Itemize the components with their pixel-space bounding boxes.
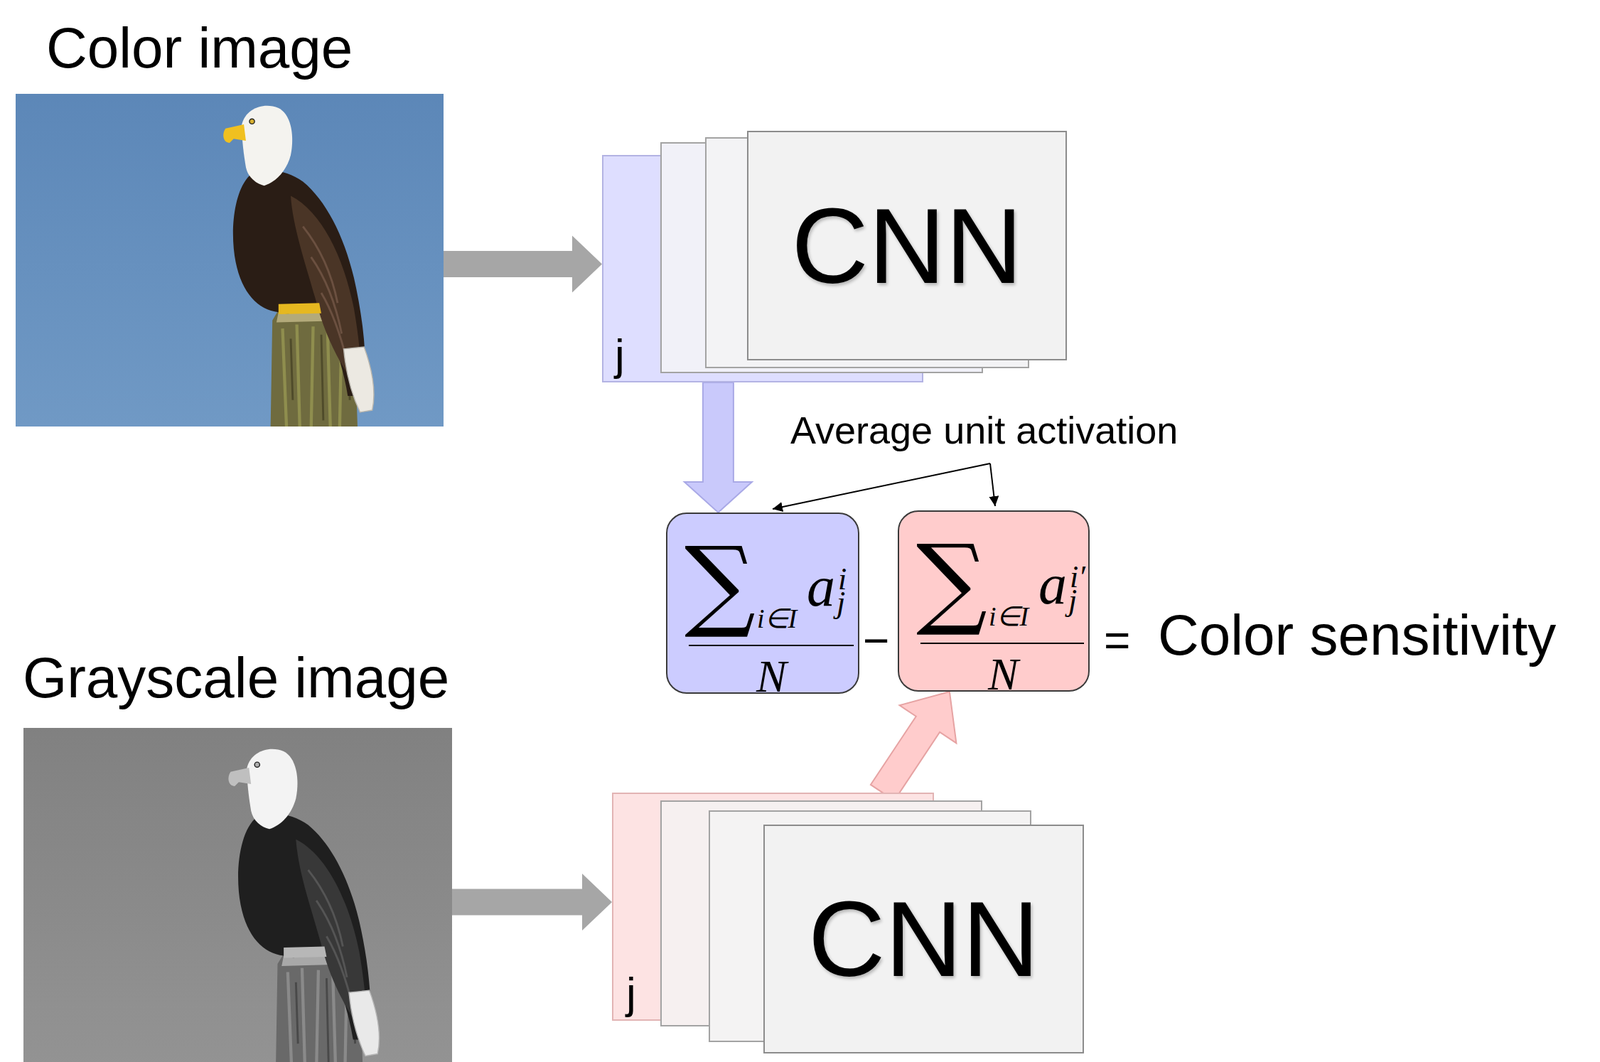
image-heading-wrap: Grayscale image: [22, 645, 450, 711]
image-index-wrap: i: [838, 563, 847, 595]
layer-index: j: [614, 329, 625, 379]
cnn-box: CNN: [763, 824, 1084, 1054]
grayscale-photo: [0, 716, 470, 1062]
count-symbol-wrap: N: [988, 651, 1019, 698]
leader-line: [990, 463, 996, 507]
image-index-wrap: i′: [1069, 561, 1086, 593]
flow-arrow: [870, 691, 957, 801]
cnn-label-wrap: CNN: [764, 825, 1083, 1052]
activation-symbol: a: [806, 555, 836, 618]
cnn-label-wrap: CNN: [748, 132, 1066, 359]
fraction-bar: [920, 642, 1084, 644]
color-image-node: Color image: [15, 93, 444, 427]
gray-mean-box: ∑i∈Iaji′N: [897, 510, 1090, 692]
layer-index: j: [626, 968, 637, 1018]
count-symbol: N: [756, 651, 787, 702]
sum-index: i∈I: [988, 601, 1029, 632]
activation-symbol: a: [1038, 552, 1067, 616]
cnn-box: CNN: [747, 130, 1067, 361]
cnn-label: CNN: [791, 192, 1023, 300]
image-heading: Grayscale image: [22, 646, 450, 710]
flow-arrow: [684, 382, 753, 513]
flow-arrow: [443, 235, 603, 293]
equals-sign: =: [1103, 614, 1131, 667]
flow-arrow: [452, 873, 612, 931]
annotation-label-wrap: Average unit activation: [790, 407, 1178, 453]
minus-sign-wrap: −: [862, 614, 890, 668]
result-label-wrap: Color sensitivity: [1157, 602, 1556, 669]
sum-index-wrap: i∈I: [988, 602, 1029, 630]
annotation-label: Average unit activation: [790, 408, 1178, 452]
image-heading: Color image: [46, 16, 353, 80]
image-index: i: [838, 561, 847, 597]
cnn-label: CNN: [808, 885, 1040, 993]
count-symbol-wrap: N: [756, 653, 787, 700]
layer-index-wrap: j: [626, 967, 637, 1018]
color-mean-box: ∑i∈IajiN: [666, 512, 860, 694]
summation-sign: ∑: [684, 525, 756, 642]
sum-index: i∈I: [756, 603, 797, 634]
fraction-bar: [688, 644, 854, 647]
activation-symbol-wrap: a: [1038, 555, 1067, 613]
activation-symbol-wrap: a: [806, 557, 836, 615]
equals-sign-wrap: =: [1103, 614, 1131, 668]
image-heading-wrap: Color image: [46, 15, 353, 82]
leader-line: [772, 463, 991, 509]
image-index: i′: [1069, 559, 1086, 595]
result-label: Color sensitivity: [1157, 603, 1556, 667]
layer-index-wrap: j: [614, 329, 625, 380]
color-photo: [0, 73, 465, 462]
sum-index-wrap: i∈I: [756, 604, 797, 632]
count-symbol: N: [988, 648, 1019, 700]
grayscale-image-node: Grayscale image: [23, 727, 453, 1062]
summation-sign-wrap: ∑: [684, 533, 756, 634]
summation-sign: ∑: [916, 523, 988, 640]
summation-sign-wrap: ∑: [916, 531, 988, 632]
minus-sign: −: [862, 614, 890, 667]
